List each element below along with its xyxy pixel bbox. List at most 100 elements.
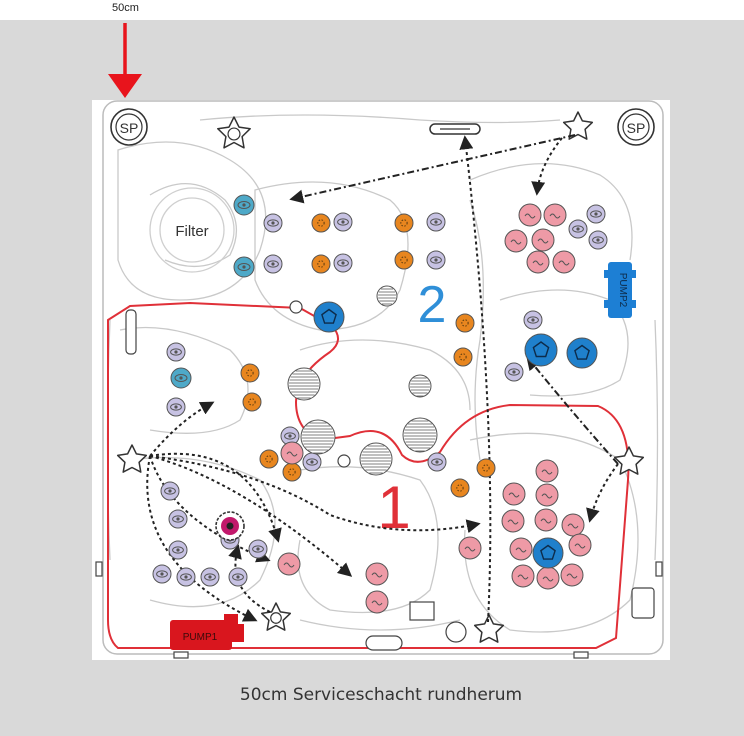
wave-jet <box>534 508 558 532</box>
eye-jet <box>168 540 188 560</box>
eye-jet <box>200 567 220 587</box>
valve-star-icon <box>217 116 251 149</box>
orange-jet <box>311 254 331 274</box>
wave-jet <box>561 513 585 537</box>
sp-label: SP <box>120 120 139 136</box>
wave-jet <box>552 250 576 274</box>
teal-jet <box>233 256 255 278</box>
eye-jet <box>333 212 353 232</box>
pump-1-label: PUMP1 <box>183 632 218 643</box>
orange-jet <box>242 392 262 412</box>
eye-jet <box>426 250 446 270</box>
filter-label: Filter <box>175 223 208 240</box>
valve-star-icon <box>562 111 594 140</box>
sp-fitting-right: SP <box>617 108 655 146</box>
teal-jet <box>233 194 255 216</box>
eye-jet <box>152 564 172 584</box>
pentagon-jet <box>566 337 598 369</box>
pentagon-jet <box>313 301 345 333</box>
control-valves <box>116 111 645 643</box>
wave-jet <box>535 459 559 483</box>
clearance-band-left <box>0 20 92 736</box>
wave-jet <box>501 509 525 533</box>
jets <box>152 194 608 614</box>
orange-jet <box>240 363 260 383</box>
wave-jet <box>280 441 304 465</box>
grid-jet <box>402 417 438 453</box>
eye-jet <box>586 204 606 224</box>
orange-jet <box>311 213 331 233</box>
skimmer <box>429 123 481 135</box>
eye-jet <box>166 397 186 417</box>
valve-star-icon <box>473 614 505 643</box>
wave-jet <box>458 536 482 560</box>
wave-jet <box>518 203 542 227</box>
orange-jet <box>394 213 414 233</box>
valve-star-icon <box>260 602 292 631</box>
eye-jet <box>176 567 196 587</box>
eye-jet <box>504 362 524 382</box>
wave-jet <box>543 203 567 227</box>
service-caption: 50cm Serviceschacht rundherum <box>239 685 523 705</box>
clearance-band-right <box>670 20 744 736</box>
eye-jet <box>263 213 283 233</box>
wave-jet <box>526 250 550 274</box>
grid-jet <box>300 419 336 455</box>
valve-star-icon <box>116 444 148 473</box>
flow-lines <box>146 134 619 623</box>
grid-jet <box>287 367 321 401</box>
light-jet <box>215 511 245 541</box>
wave-jet <box>568 533 592 557</box>
orange-jet <box>450 478 470 498</box>
wave-jet <box>531 228 555 252</box>
wave-jet <box>502 482 526 506</box>
wave-jet <box>365 590 389 614</box>
grid-jet <box>408 374 432 398</box>
clearance-band-top <box>92 20 670 100</box>
sp-fitting-left: SP <box>110 108 148 146</box>
valve-star-icon <box>613 446 645 475</box>
pump-1: PUMP1 <box>170 614 244 650</box>
clearance-label: 50cm <box>112 2 139 14</box>
wave-jet <box>277 552 301 576</box>
eye-jet <box>160 481 180 501</box>
orange-jet <box>476 458 496 478</box>
eye-jet <box>568 219 588 239</box>
teal-jet <box>170 367 192 389</box>
eye-jet <box>588 230 608 250</box>
eye-jet <box>427 452 447 472</box>
pump-2-label: PUMP2 <box>617 273 628 308</box>
wave-jet <box>365 562 389 586</box>
orange-jet <box>259 449 279 469</box>
pentagon-jet <box>532 537 564 569</box>
eye-jet <box>523 310 543 330</box>
wave-jet <box>509 537 533 561</box>
pump-2: PUMP2 <box>604 262 636 318</box>
wave-jet <box>560 563 584 587</box>
orange-jet <box>282 462 302 482</box>
side-fittings <box>95 300 663 659</box>
eye-jet <box>228 567 248 587</box>
eye-jet <box>333 253 353 273</box>
grid-jet <box>359 442 393 476</box>
wave-jet <box>511 564 535 588</box>
eye-jet <box>263 254 283 274</box>
wave-jet <box>535 483 559 507</box>
zone-1-label: 1 <box>377 474 410 541</box>
orange-jet <box>453 347 473 367</box>
eye-jet <box>426 212 446 232</box>
clearance-arrow <box>108 23 142 98</box>
sp-label: SP <box>627 120 646 136</box>
pentagon-jet <box>524 333 558 367</box>
wave-jet <box>504 229 528 253</box>
eye-jet <box>166 342 186 362</box>
eye-jet <box>248 539 268 559</box>
orange-jet <box>455 313 475 333</box>
wave-jet <box>536 566 560 590</box>
grid-jet <box>376 285 398 307</box>
zone-2-label: 2 <box>418 276 447 334</box>
clearance-band-bottom <box>92 660 670 736</box>
orange-jet <box>394 250 414 270</box>
eye-jet <box>168 509 188 529</box>
